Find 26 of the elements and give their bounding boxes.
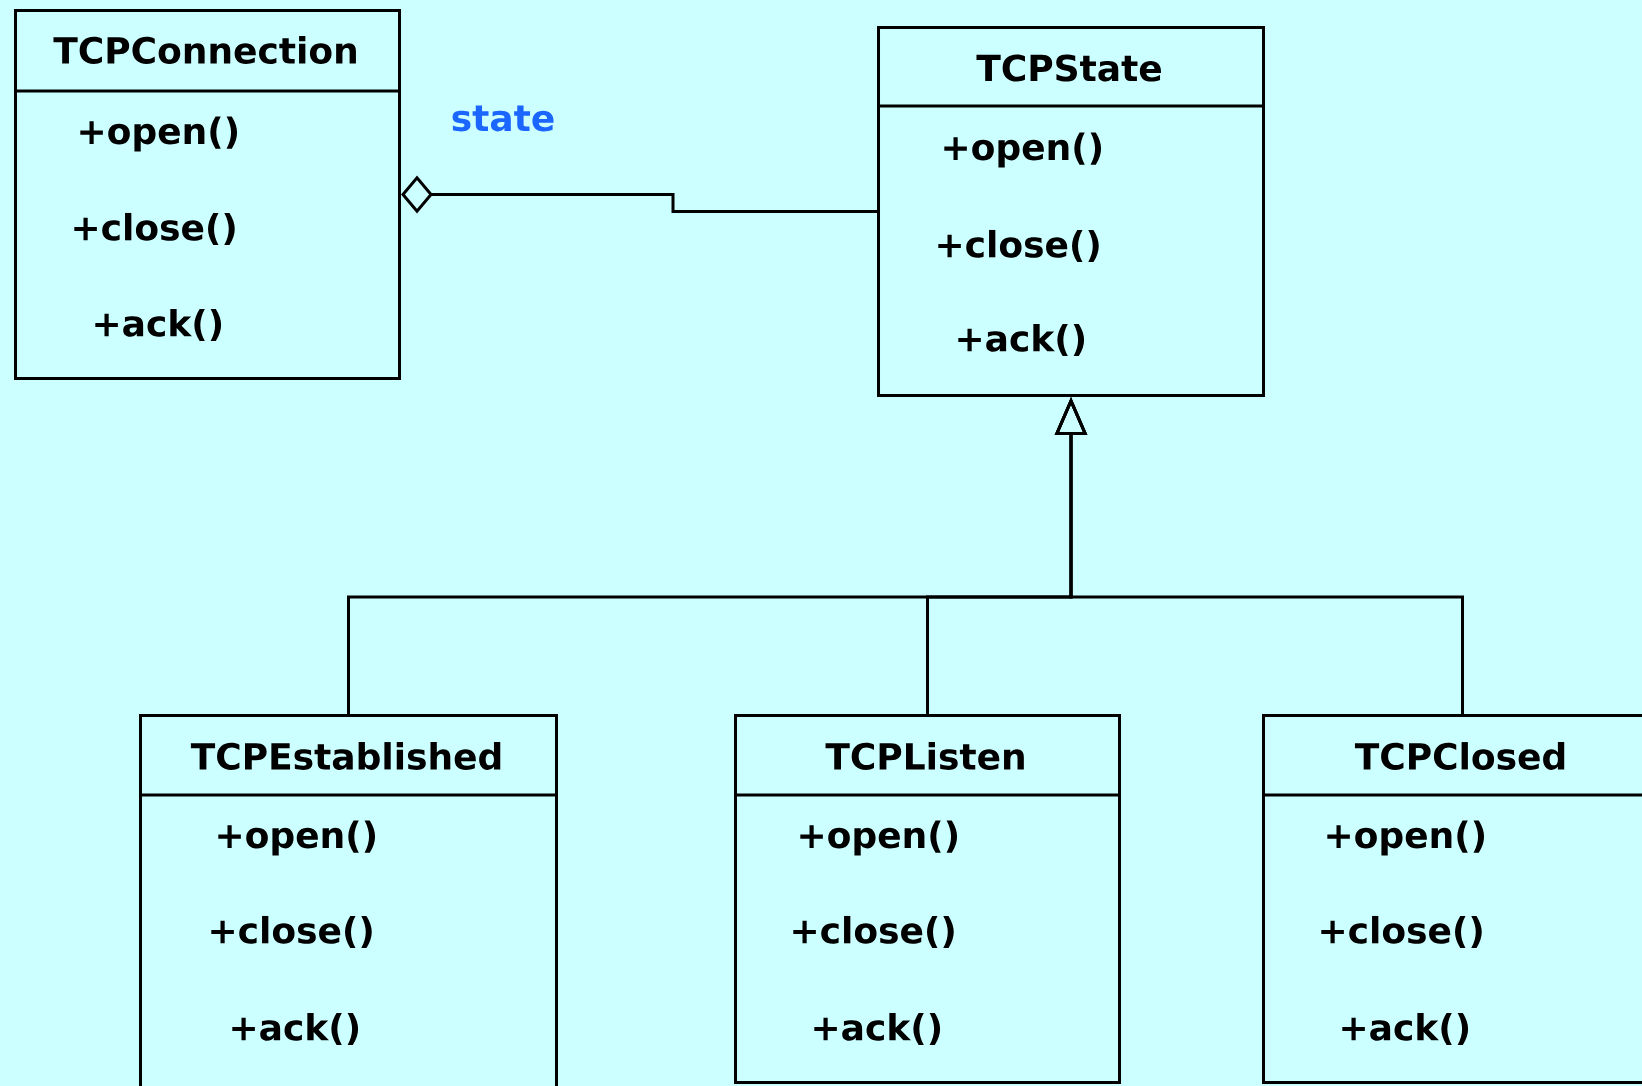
method-name: +ack() xyxy=(232,1012,359,1046)
method-name: +close() xyxy=(793,915,954,949)
class-box xyxy=(734,714,1121,1084)
method-name: +ack() xyxy=(958,323,1085,357)
class-name: TCPConnection xyxy=(53,36,356,64)
method-name: +close() xyxy=(1321,915,1482,949)
method-name: +ack() xyxy=(814,1012,941,1046)
class-box xyxy=(1262,714,1642,1084)
method-name: +open() xyxy=(1327,820,1485,856)
method-name: +close() xyxy=(938,229,1099,263)
class-name: TCPEstablished xyxy=(190,742,501,770)
class-name: TCPListen xyxy=(825,742,1024,770)
method-name: +open() xyxy=(218,820,376,856)
method-name: +open() xyxy=(944,132,1102,168)
class-box xyxy=(877,26,1265,397)
edge-label: state xyxy=(452,105,554,132)
method-name: +ack() xyxy=(1342,1012,1469,1046)
class-box xyxy=(14,9,401,380)
method-name: +open() xyxy=(80,116,238,152)
class-box xyxy=(139,714,558,1086)
method-name: +close() xyxy=(211,915,372,949)
method-name: +ack() xyxy=(95,308,222,342)
class-name: TCPState xyxy=(976,54,1161,82)
method-name: +close() xyxy=(74,212,235,246)
class-name: TCPClosed xyxy=(1354,742,1565,770)
method-name: +open() xyxy=(800,820,958,856)
